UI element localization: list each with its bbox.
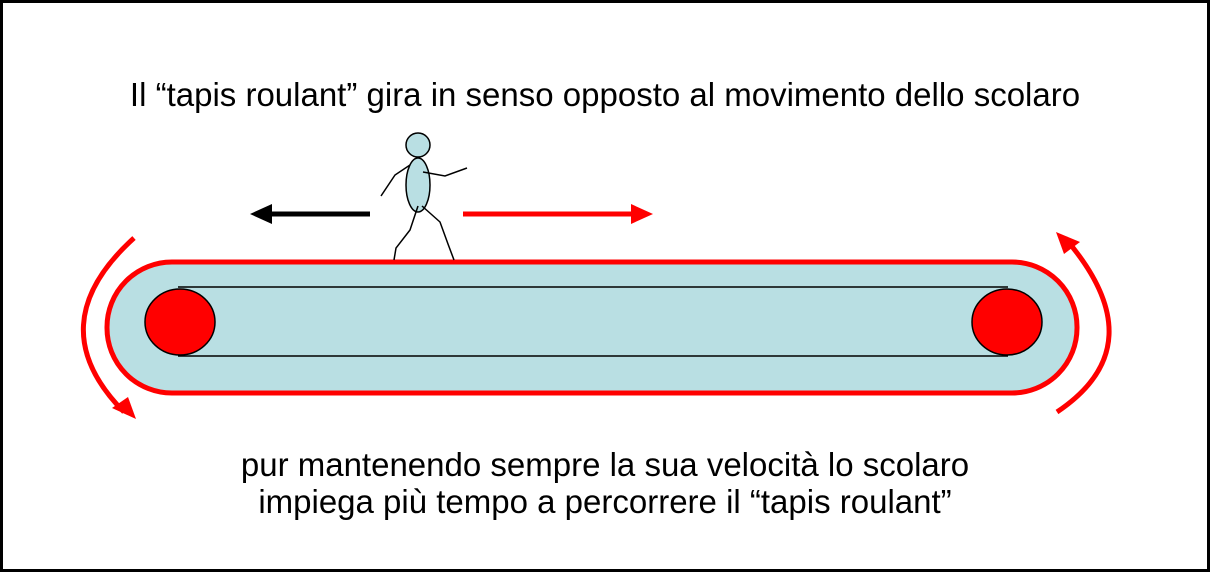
left-roller [144, 288, 216, 356]
caption-line-1: pur mantenendo sempre la sua velocità lo… [240, 446, 970, 483]
treadmill-belt [104, 259, 1080, 396]
rotation-arrow-left-icon [81, 236, 136, 419]
diagram-title: Il “tapis roulant” gira in senso opposto… [129, 76, 1081, 113]
arrow-left-icon [250, 204, 370, 224]
arrow-right-icon [463, 204, 653, 224]
stick-figure-walking-icon [380, 132, 468, 261]
rotation-arrow-right-icon [1055, 232, 1112, 415]
right-roller [971, 288, 1043, 356]
caption-line-2: impiega più tempo a percorrere il “tapis… [258, 483, 952, 520]
belt-outer-band [104, 259, 1080, 396]
